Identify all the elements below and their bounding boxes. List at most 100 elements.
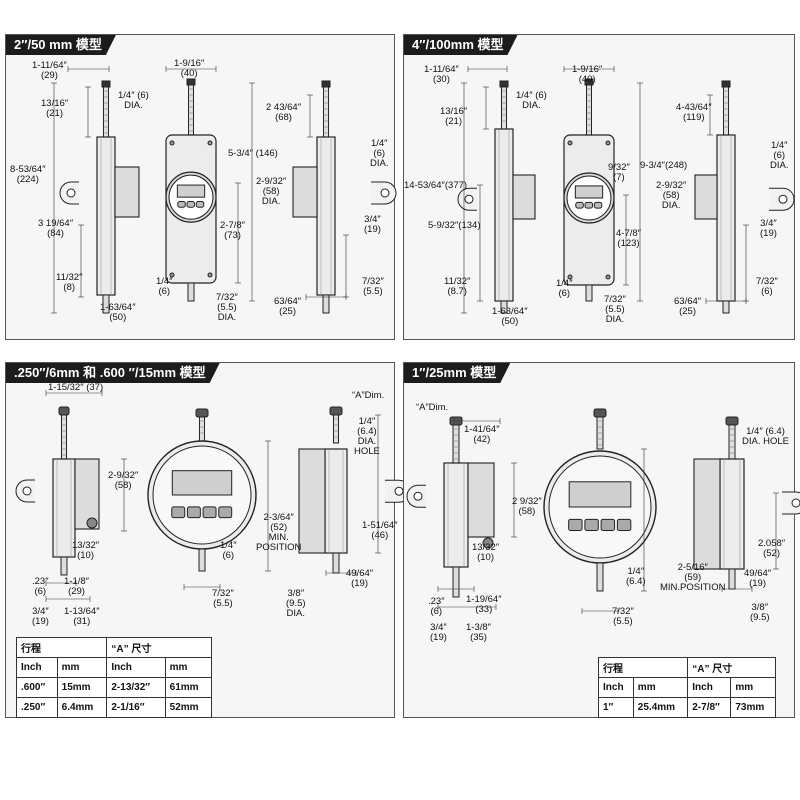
contact-point bbox=[322, 294, 330, 314]
dimension-label: 7/32″(5.5) bbox=[212, 588, 234, 609]
contact-point bbox=[585, 284, 593, 302]
table-cell: 2-1/16″ bbox=[106, 697, 166, 718]
screw bbox=[567, 140, 573, 146]
dimension-label: 7/32″(5.5)DIA. bbox=[216, 292, 238, 323]
dimension-label: 1-51/64″(46) bbox=[362, 520, 398, 541]
keypad-button bbox=[202, 506, 217, 519]
dimension-label: 9-3/4″(248) bbox=[640, 160, 688, 171]
keypad-button bbox=[218, 506, 233, 519]
dimension-label: 63/64″(25) bbox=[274, 296, 302, 317]
spindle bbox=[728, 424, 736, 460]
table-cell: .250″ bbox=[16, 697, 58, 718]
dimension-label: 2-9/32″(58)DIA. bbox=[256, 176, 287, 207]
dimension-label: 14-53/64″(377) bbox=[404, 180, 468, 191]
table-header-row: 行程 “A” 尺寸 bbox=[597, 657, 776, 678]
dimension-label: 1-1/8″(29) bbox=[64, 576, 90, 597]
panel-2in-50mm: 2″/50 mm 模型 1-11/64″(29)1-9/16″(40)1/4″ … bbox=[5, 34, 397, 340]
bezel-side bbox=[74, 458, 100, 530]
dimension-label: 7/32″(5.5) bbox=[612, 606, 634, 627]
spindle-tip bbox=[499, 80, 509, 88]
spindle-tip bbox=[584, 78, 594, 86]
lug-hole bbox=[413, 491, 423, 501]
lcd-display bbox=[568, 481, 632, 508]
contact-point bbox=[722, 300, 730, 314]
panel-title: .250″/6mm 和 .600 ″/15mm 模型 bbox=[6, 363, 220, 383]
spindle bbox=[723, 86, 729, 136]
dimension-label: 3/4″(19) bbox=[364, 214, 381, 235]
dimension-label: 1-41/64″(42) bbox=[464, 424, 500, 445]
gauge-body-side bbox=[494, 128, 514, 302]
keypad-button bbox=[600, 518, 616, 532]
bezel-side bbox=[467, 462, 495, 538]
dimension-label: 2-5/16″(59)MIN.POSITION bbox=[660, 562, 726, 593]
cap bbox=[725, 416, 739, 426]
spindle bbox=[452, 424, 460, 464]
dimension-label: 1/4″ (6.4)DIA. HOLE bbox=[742, 426, 789, 447]
dimension-label: .23″(6) bbox=[32, 576, 49, 597]
keypad-button bbox=[568, 518, 583, 532]
dimension-label: 4-43/64″(119) bbox=[676, 102, 712, 123]
cap bbox=[58, 406, 70, 416]
gauge-body-side bbox=[719, 458, 745, 570]
table-header: 行程 bbox=[597, 657, 689, 678]
keypad-button bbox=[186, 506, 201, 519]
dimension-label: 11/32″(8.7) bbox=[444, 276, 471, 297]
drawing-4in-100mm bbox=[457, 66, 795, 314]
bezel-side bbox=[693, 458, 721, 570]
lug-hole bbox=[464, 194, 474, 204]
screw bbox=[207, 140, 213, 146]
drawing-250-600 bbox=[15, 390, 411, 602]
contact-point bbox=[728, 568, 736, 590]
lug-hole bbox=[791, 498, 800, 508]
table-cell: mm bbox=[632, 677, 689, 698]
dimension-label: 13/32″(10) bbox=[472, 542, 500, 563]
table-cell: Inch bbox=[687, 677, 732, 698]
gauge-body-side bbox=[443, 462, 469, 568]
spec-table: 行程 “A” 尺寸 Inch mm Inch mm .600″ 15mm 2-1… bbox=[15, 637, 213, 718]
table-cell: 2-13/32″ bbox=[106, 677, 166, 698]
bezel-side bbox=[694, 174, 718, 220]
spindle-tip bbox=[186, 78, 196, 86]
dimension-label: 1-63/64″(50) bbox=[100, 302, 136, 323]
lcd-display bbox=[176, 184, 206, 198]
table-header: 行程 bbox=[15, 637, 108, 658]
contact-point bbox=[187, 282, 195, 302]
table-cell: mm bbox=[56, 657, 108, 678]
spindle-tip bbox=[101, 80, 111, 88]
dimension-label: 2.058″(52) bbox=[758, 538, 786, 559]
table-cell: Inch bbox=[16, 657, 58, 678]
table-header-row: 行程 “A” 尺寸 bbox=[15, 637, 212, 658]
table-cell: 6.4mm bbox=[56, 697, 108, 718]
dimension-label: “A”Dim. bbox=[416, 402, 449, 413]
keypad-button bbox=[177, 201, 186, 208]
screw bbox=[207, 272, 213, 278]
dimension-label: 1/4″(6) bbox=[220, 540, 237, 561]
table-cell: 73mm bbox=[730, 697, 776, 718]
panel-title: 4″/100mm 模型 bbox=[404, 35, 518, 55]
contact-point bbox=[500, 300, 508, 314]
gauge-body-side bbox=[324, 448, 348, 554]
dimension-label: 1-11/64″(29) bbox=[32, 60, 67, 81]
dimension-label: 4-7/8″(123) bbox=[616, 228, 642, 249]
dimension-label: 1-19/64″(33) bbox=[466, 594, 502, 615]
spindle-tip bbox=[721, 80, 731, 88]
table-cell: Inch bbox=[106, 657, 166, 678]
dimension-label: 63/64″(25) bbox=[674, 296, 702, 317]
dimension-label: 3 19/64″(84) bbox=[38, 218, 74, 239]
drawing-2in-50mm bbox=[51, 66, 397, 314]
table-row: 1″ 25.4mm 2-7/8″ 73mm bbox=[598, 697, 776, 718]
dimension-label: 1-3/8″(35) bbox=[466, 622, 492, 643]
cap bbox=[195, 408, 209, 418]
dimension-label: 11/32″(8) bbox=[56, 272, 83, 293]
screw bbox=[605, 274, 611, 280]
table-cell: 15mm bbox=[56, 677, 108, 698]
table-cell: mm bbox=[730, 677, 776, 698]
keypad-button bbox=[171, 506, 186, 519]
spindle bbox=[501, 86, 507, 130]
table-row: .250″ 6.4mm 2-1/16″ 52mm bbox=[16, 697, 213, 718]
spec-table: 行程 “A” 尺寸 Inch mm Inch mm 1″ 25.4mm 2-7/… bbox=[597, 657, 776, 718]
dimension-label: 3/4″(19) bbox=[430, 622, 447, 643]
dimension-label: 7/32″(6) bbox=[756, 276, 778, 297]
table-units-row: Inch mm Inch mm bbox=[16, 657, 213, 678]
dimension-label: 2 43/64″(68) bbox=[266, 102, 302, 123]
